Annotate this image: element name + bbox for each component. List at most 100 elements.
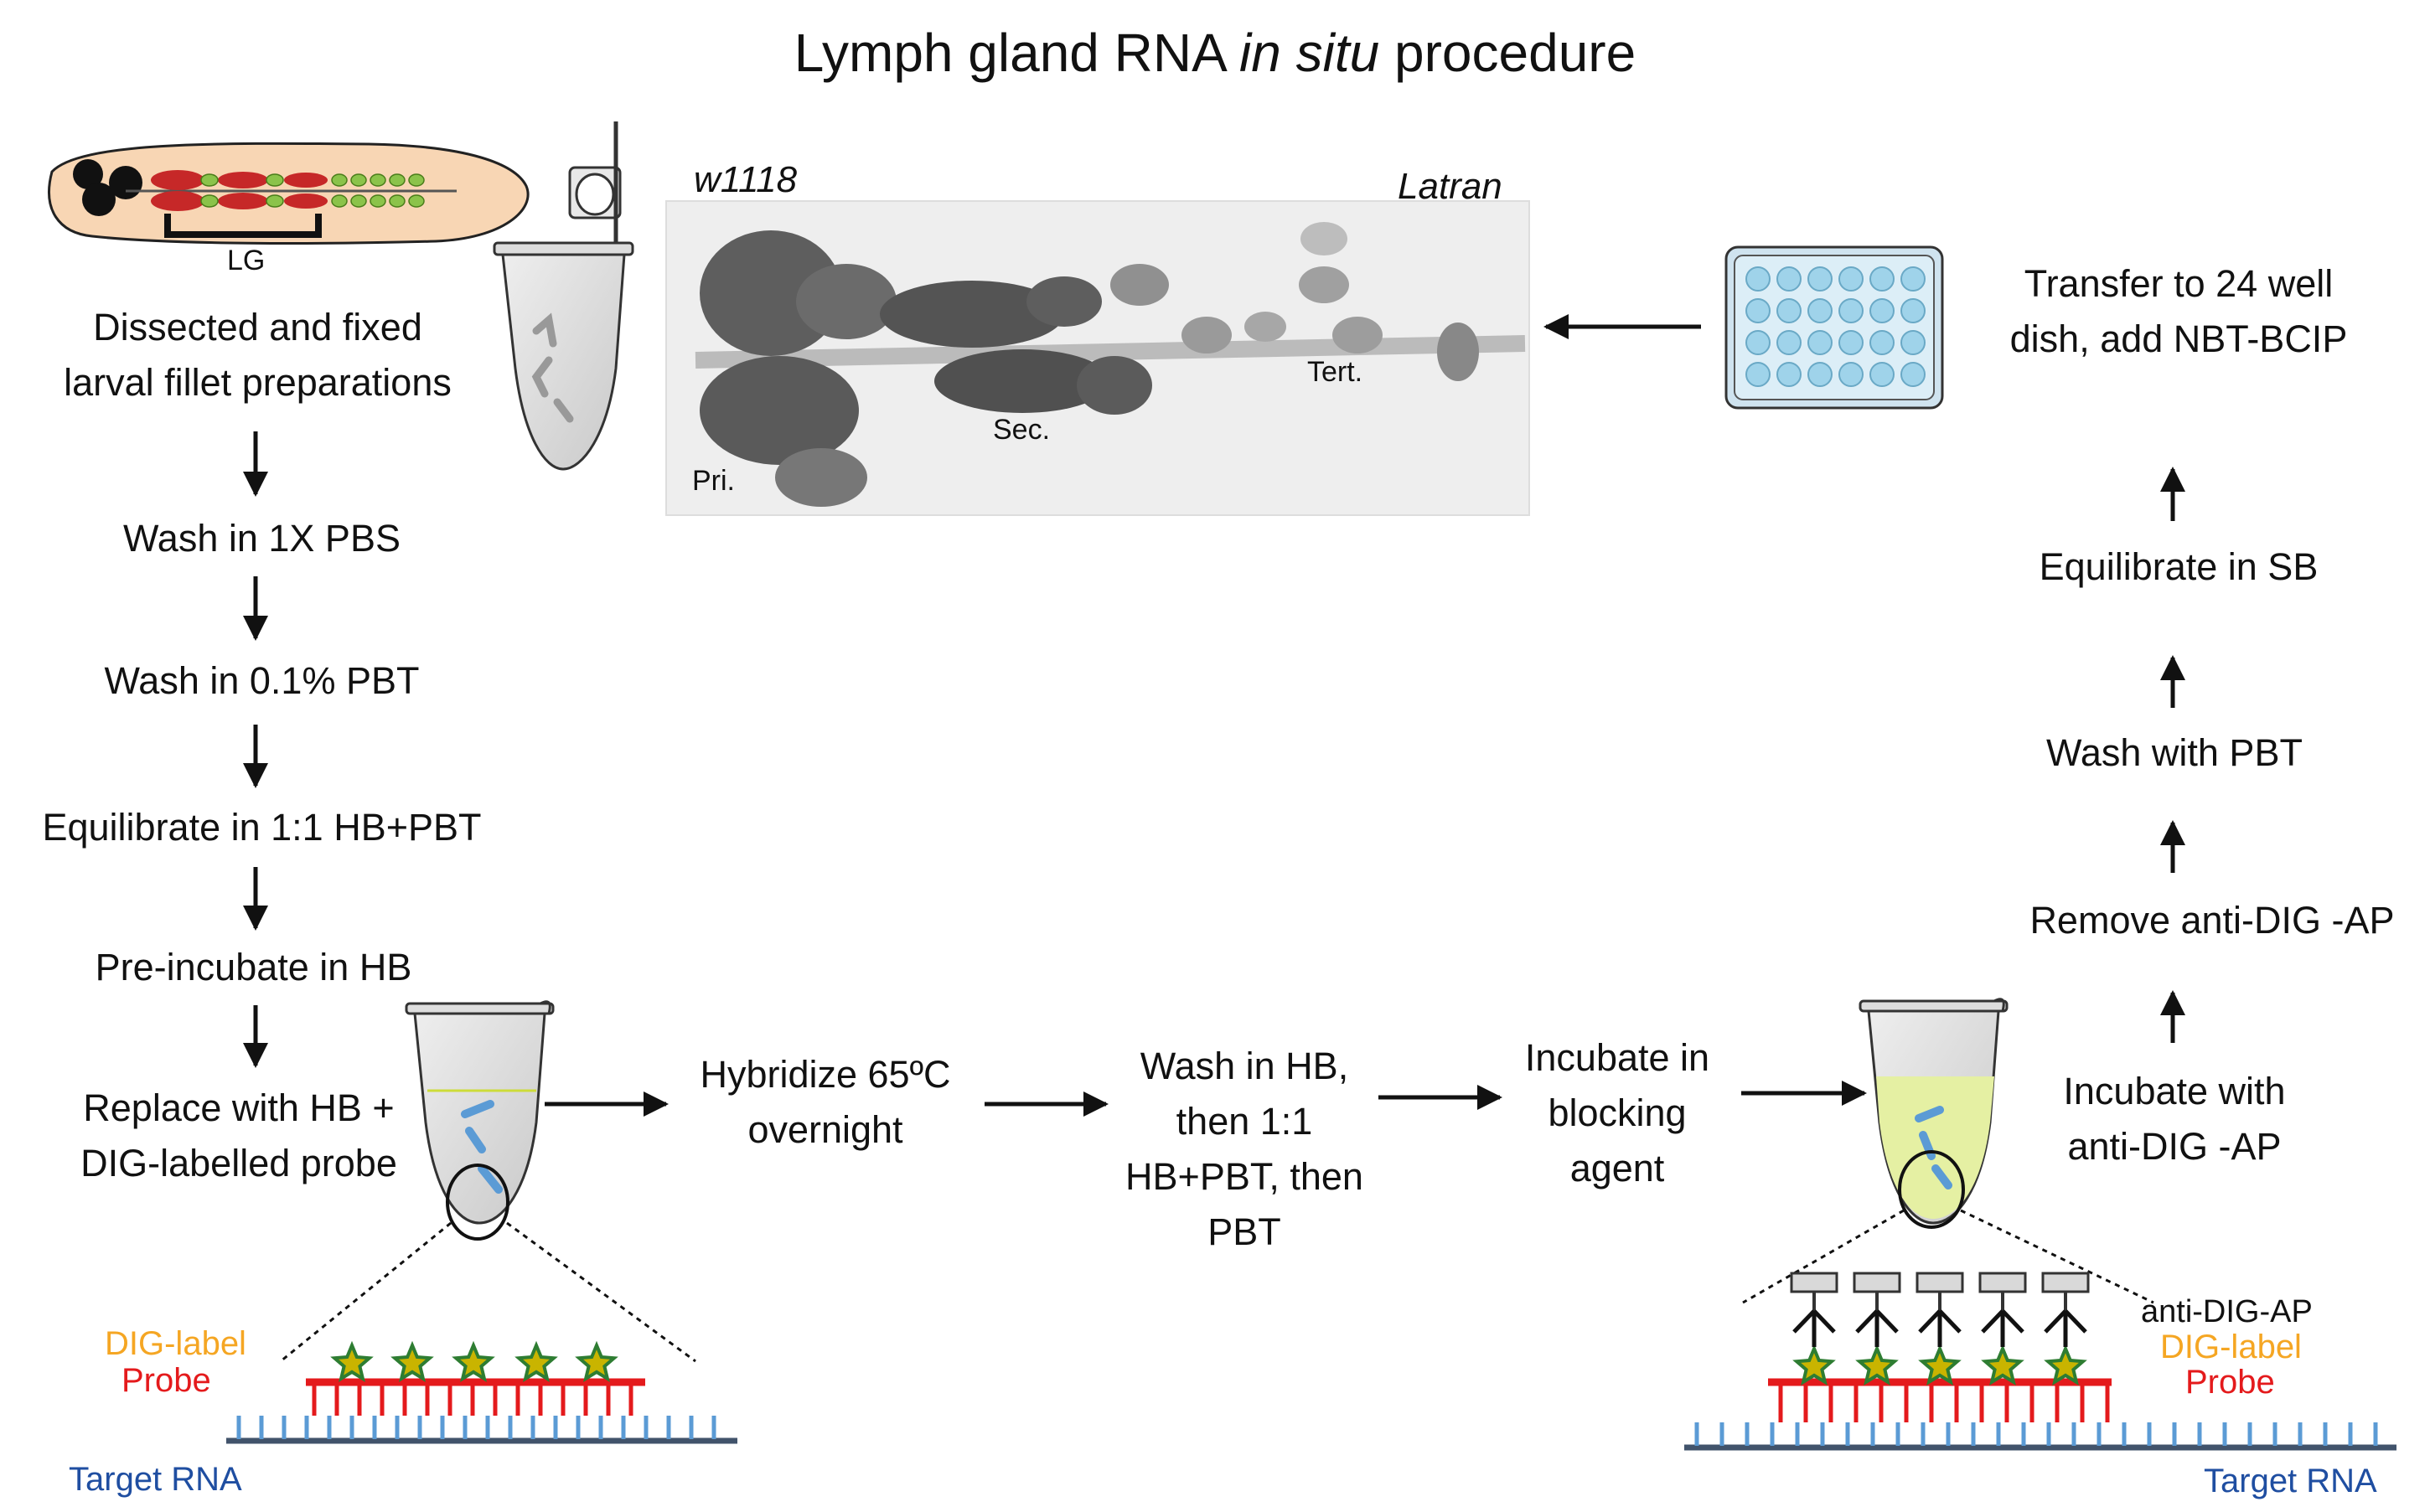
well	[1776, 330, 1802, 355]
well	[1869, 330, 1895, 355]
step-dissect-line2: larval fillet preparations	[64, 361, 452, 404]
step-wash-hb-line3: HB+PBT, then	[1125, 1155, 1363, 1198]
step-blocking-line3: agent	[1569, 1147, 1665, 1189]
title-italic: in situ	[1239, 23, 1380, 83]
well	[1900, 298, 1926, 323]
target-rna-label-left: Target RNA	[69, 1461, 242, 1498]
well	[1745, 298, 1771, 323]
well	[1900, 330, 1926, 355]
step-wash-pbs: Wash in 1X PBS	[17, 511, 507, 566]
well	[1838, 266, 1864, 292]
well	[1838, 362, 1864, 387]
antibody-icon	[1916, 1272, 1964, 1347]
step-transfer-plate: Transfer to 24 well dish, add NBT-BCIP	[1978, 256, 2380, 367]
lymph-gland-micrograph	[665, 200, 1530, 516]
well	[1900, 362, 1926, 387]
step-wash-pbt-right: Wash with PBT	[2003, 725, 2346, 781]
dig-star-icon	[1918, 1344, 1962, 1386]
step-replace-probe-line1: Replace with HB +	[83, 1086, 395, 1129]
step-blocking: Incubate in blocking agent	[1483, 1030, 1751, 1196]
step-remove-antibody: Remove anti-DIG -AP	[2003, 893, 2422, 948]
dig-star-icon	[390, 1340, 434, 1383]
step-wash-pbt-text: Wash in 0.1% PBT	[104, 659, 420, 702]
dig-star-icon	[575, 1340, 618, 1383]
well	[1807, 330, 1833, 355]
step-equilibrate-sb-text: Equilibrate in SB	[2039, 545, 2319, 588]
bottom-flow-arrows	[545, 1081, 1867, 1117]
tube-with-antibody-icon	[1742, 998, 2154, 1304]
probe-hybridization-left	[226, 1340, 737, 1444]
step-incubate-antibody: Incubate with anti-DIG -AP	[2003, 1064, 2346, 1174]
probe-hybridization-right	[1684, 1272, 2396, 1451]
step-equilibrate-hb-pbt: Equilibrate in 1:1 HB+PBT	[17, 800, 507, 855]
step-wash-pbs-text: Wash in 1X PBS	[123, 517, 401, 560]
secondary-lobe-label: Sec.	[993, 414, 1051, 446]
dig-star-icon	[2044, 1344, 2087, 1386]
well	[1838, 298, 1864, 323]
step-dissect: Dissected and fixed larval fillet prepar…	[8, 300, 507, 410]
well	[1869, 362, 1895, 387]
antibody-icon	[2041, 1272, 2090, 1347]
step-blocking-line1: Incubate in	[1524, 1036, 1710, 1079]
well	[1807, 266, 1833, 292]
tube-with-samples-icon	[493, 121, 634, 471]
step-wash-pbt-right-text: Wash with PBT	[2046, 731, 2303, 774]
tube-with-probe-icon	[280, 1000, 696, 1363]
well	[1776, 298, 1802, 323]
dig-star-icon	[1981, 1344, 2024, 1386]
step-replace-probe: Replace with HB + DIG-labelled probe	[25, 1081, 452, 1191]
title-suffix: procedure	[1379, 23, 1636, 83]
step-incubate-antibody-line2: anti-DIG -AP	[2067, 1125, 2282, 1168]
well	[1807, 298, 1833, 323]
well	[1869, 298, 1895, 323]
dig-star-icon	[514, 1340, 558, 1383]
step-transfer-plate-line2: dish, add NBT-BCIP	[2009, 317, 2348, 360]
step-hybridize: Hybridize 65ºC overnight	[662, 1047, 989, 1158]
step-equilibrate-sb: Equilibrate in SB	[2003, 539, 2355, 595]
probe-label-left: Probe	[122, 1362, 211, 1399]
step-preincubate: Pre-incubate in HB	[17, 940, 490, 995]
step-wash-hb-line2: then 1:1	[1176, 1100, 1313, 1143]
step-remove-antibody-text: Remove anti-DIG -AP	[2029, 899, 2395, 942]
anti-dig-ap-label: anti-DIG-AP	[2141, 1294, 2313, 1329]
step-replace-probe-line2: DIG-labelled probe	[80, 1142, 397, 1184]
title-prefix: Lymph gland RNA	[794, 23, 1240, 83]
antibody-icon	[1790, 1272, 1838, 1347]
well	[1745, 266, 1771, 292]
dig-star-icon	[1792, 1344, 1836, 1386]
step-hybridize-line1: Hybridize 65ºC	[700, 1053, 951, 1096]
dig-star-icon	[452, 1340, 495, 1383]
step-dissect-line1: Dissected and fixed	[93, 306, 422, 348]
step-wash-hb-line4: PBT	[1207, 1210, 1281, 1253]
genotype-left: w1118	[694, 159, 798, 200]
step-wash-hb: Wash in HB, then 1:1 HB+PBT, then PBT	[1089, 1039, 1399, 1260]
dig-star-icon	[1855, 1344, 1899, 1386]
well-plate-icon	[1724, 245, 1944, 410]
step-hybridize-line2: overnight	[747, 1108, 903, 1151]
dig-label-left: DIG-label	[105, 1325, 246, 1362]
well	[1807, 362, 1833, 387]
probe-label-right: Probe	[2185, 1364, 2275, 1401]
well	[1745, 362, 1771, 387]
genotype-right: Latran	[1398, 166, 1502, 207]
tertiary-lobe-label: Tert.	[1307, 356, 1363, 388]
step-wash-hb-line1: Wash in HB,	[1140, 1045, 1349, 1087]
antibody-icon	[1853, 1272, 1901, 1347]
step-equilibrate-hb-pbt-text: Equilibrate in 1:1 HB+PBT	[42, 806, 482, 849]
step-wash-pbt: Wash in 0.1% PBT	[17, 653, 507, 709]
well	[1776, 266, 1802, 292]
well	[1869, 266, 1895, 292]
dig-star-icon	[330, 1340, 374, 1383]
step-incubate-antibody-line1: Incubate with	[2063, 1070, 2286, 1112]
lymph-gland-label: LG	[227, 245, 266, 276]
step-transfer-plate-line1: Transfer to 24 well	[2024, 262, 2334, 305]
larva-illustration	[48, 142, 530, 245]
antibody-icon	[1978, 1272, 2027, 1347]
step-preincubate-text: Pre-incubate in HB	[95, 946, 412, 988]
dig-label-right: DIG-label	[2160, 1329, 2302, 1365]
well	[1838, 330, 1864, 355]
well	[1745, 330, 1771, 355]
step-blocking-line2: blocking	[1548, 1091, 1687, 1134]
well	[1900, 266, 1926, 292]
